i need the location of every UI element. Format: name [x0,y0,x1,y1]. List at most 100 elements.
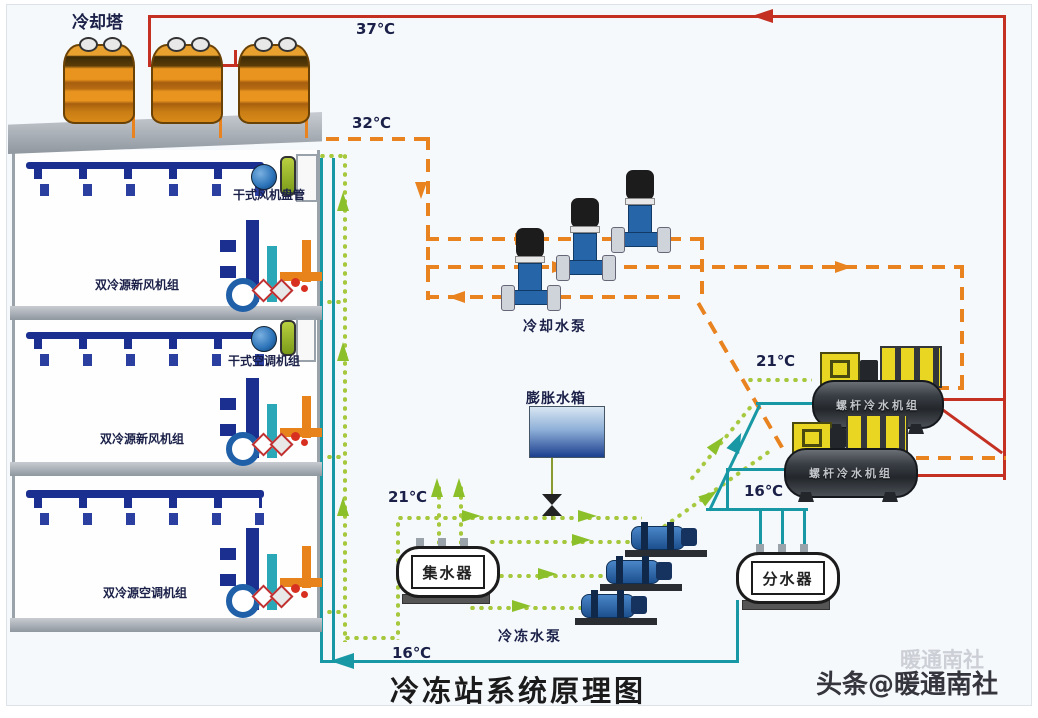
chiller-2: 螺杆冷水机组 [784,448,918,498]
chilled-water-pump-2 [606,560,660,584]
filter-capsule-icon-f2 [280,320,296,356]
cooling-tower-1 [63,37,135,124]
pump-ring [625,198,655,205]
coil-bar-f2 [267,404,277,458]
sprinkler-drops-f2 [40,354,265,366]
pump-motor-cap [626,170,654,200]
chiller2-label: 螺杆冷水机组 [809,467,893,480]
chilled-water-pump-1 [631,526,685,550]
fan-coil-icon-f1 [251,164,277,190]
expansion-tank-label: 膨胀水箱 [526,391,586,407]
duct-horizontal-f3 [280,578,322,587]
pump-flange [667,522,674,550]
green-arrow-collector2 [453,478,465,497]
temp-21c-right: 21℃ [756,352,796,370]
fan-coil-icon-f2 [251,326,277,352]
pipe-teal-dist-riser1 [759,508,762,558]
fan-icon-f2 [226,432,260,466]
green-arrow-riser2 [337,342,349,361]
pump-ring [570,226,600,233]
pump-body [573,233,597,261]
pump-body [518,263,542,291]
tower-fan-icon [103,37,122,52]
pipe-teal-dist-drop [736,600,739,663]
pipe-teal-chiller2-out [726,468,788,471]
distributor-label: 分水器 [751,561,825,595]
green-arrow-riser3 [337,497,349,516]
chilled-water-pump-3 [581,594,635,618]
temp-21c-left: 21℃ [388,488,428,506]
pump-motor-cap [571,198,599,228]
pump-flange [501,285,515,311]
pipe-valve-down [551,514,553,520]
fan-icon-f1 [226,278,260,312]
pipe-orange-chiller1-stub [936,386,964,390]
pipe-teal-bottom [320,660,739,663]
unit-panel-f2 [296,318,316,362]
pipe-green-riser [343,152,347,642]
cooling-tower-3 [238,37,310,124]
dry-ahu-label: 干式空调机组 [228,354,301,368]
chiller-box-inner [829,359,851,379]
orange-flow-arrow-down [415,182,427,199]
coil-bar-f3 [267,554,277,610]
green-arrow-s2 [538,568,557,580]
pipe-tank-down [551,456,553,496]
duct-ticks-f1 [220,240,236,288]
collector-vessel: 集水器 [396,546,500,598]
pipe-red-top [148,15,1006,18]
green-arrow-main2 [578,510,597,522]
pipe-orange-tower1-curl [132,108,135,138]
tower-fan-icon [167,37,186,52]
green-arrow-main1 [462,510,481,522]
teal-flow-arrow-bottom [330,653,354,669]
chilled-water-pump-label: 冷冻水泵 [498,629,562,645]
chilled-pump1-base [625,550,707,557]
duct-vertical-f3 [302,546,311,588]
pipe-teal-dist-header [706,508,808,511]
collector-label: 集水器 [411,555,485,589]
green-arrow-collector1 [431,478,443,497]
tower-fan-icon [191,37,210,52]
chilled-pump2-base [600,584,682,591]
pipe-orange-chiller2-stub [916,456,1006,460]
tower-fan-icon [278,37,297,52]
spray-icon-f2b [301,439,308,446]
chiller2-foot [798,492,814,502]
pump-body [628,205,652,233]
pump-flange [591,590,598,618]
floor-slab-1 [10,306,322,320]
unit-panel-f1 [296,154,318,202]
expansion-tank [529,406,605,458]
temp-16c-bottom: 16℃ [392,644,432,662]
pipe-orange-pumpline-a [426,237,703,241]
pump-flange [616,556,623,584]
pipe-teal-chiller2-drop [726,468,729,510]
sprinkler-drops-f3 [40,513,265,525]
chiller1-motor [860,360,878,382]
pipe-green-collector-riser1 [437,484,441,546]
pipe-orange-tower2-curl [219,108,222,138]
red-flow-arrow-left [752,9,773,23]
sprinkler-pipe-f2 [26,332,264,339]
chiller2-motor [830,428,846,448]
coil-bar-f1 [267,246,277,302]
pipe-teal-dist-riser3 [803,508,806,558]
pipe-orange-down [426,137,430,300]
cooling-tower-2 [151,37,223,124]
sprinkler-heads-f2 [34,339,262,349]
pipe-green-collector-riser2 [459,484,463,546]
duct-vertical-f1 [302,240,311,282]
pipe-red-right-riser [1003,15,1006,480]
pump-flange [611,227,625,253]
pump-flange [617,590,624,618]
chiller1-label: 螺杆冷水机组 [836,398,920,412]
spray-icon-f1b [301,285,308,292]
pipe-red-drop-tower2 [234,50,237,67]
floor1-unit-label: 双冷源新风机组 [95,278,180,292]
pipe-teal-riser2 [332,158,335,663]
dry-fan-coil-label: 干式风机盘管 [233,188,306,202]
chiller-box-inner [801,429,823,447]
duct-horizontal-f2 [280,428,322,437]
temp-32c: 32℃ [352,114,392,132]
